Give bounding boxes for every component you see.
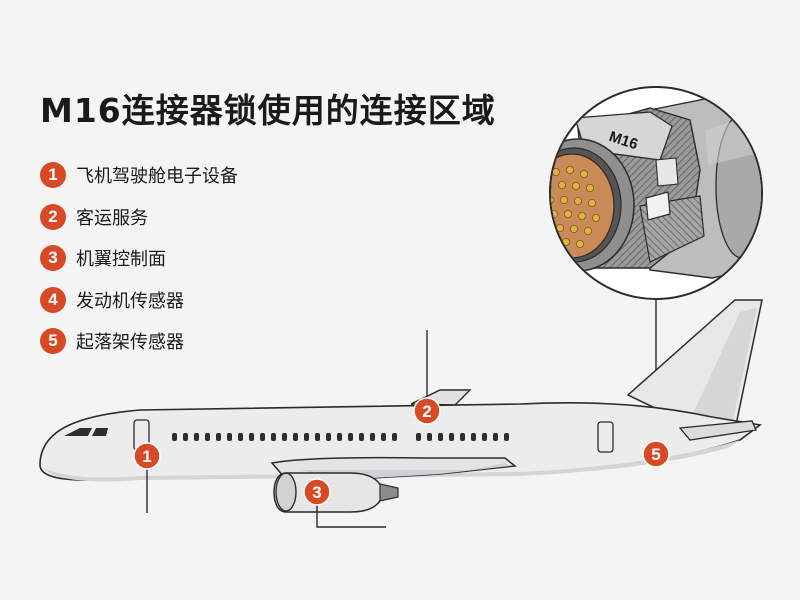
passenger-window	[238, 433, 243, 441]
contact-pin	[580, 169, 589, 178]
marker-label: 3	[312, 483, 321, 502]
passenger-window	[293, 433, 298, 441]
passenger-window	[227, 433, 232, 441]
window-row	[172, 433, 509, 441]
contact-pin	[584, 226, 593, 235]
passenger-window	[449, 433, 454, 441]
contact-pin	[588, 198, 597, 207]
passenger-window	[460, 433, 465, 441]
legend-badge: 3	[40, 245, 66, 271]
belly-shade	[44, 440, 740, 482]
passenger-window	[249, 433, 254, 441]
passenger-window	[260, 433, 265, 441]
passenger-window	[427, 433, 432, 441]
contact-pin	[551, 181, 553, 190]
connector-callout: M16	[549, 86, 763, 300]
engine-intake	[275, 472, 297, 512]
engine	[273, 472, 399, 513]
legend-item-2: 2 客运服务	[40, 203, 238, 230]
passenger-window	[271, 433, 276, 441]
passenger-window	[172, 433, 177, 441]
engine-exhaust	[379, 483, 399, 502]
leader-line	[316, 505, 386, 528]
passenger-window	[205, 433, 210, 441]
passenger-window	[392, 433, 397, 441]
marker-5: 5	[642, 440, 670, 468]
pin-array	[551, 165, 601, 248]
contact-pin	[564, 209, 573, 218]
legend-label: 机翼控制面	[76, 249, 166, 270]
contact-pin	[551, 195, 555, 204]
passenger-window	[337, 433, 342, 441]
legend-label: 发动机传感器	[76, 290, 184, 312]
passenger-window	[438, 433, 443, 441]
contact-pin	[586, 183, 595, 192]
legend-label: 起落架传感器	[76, 332, 184, 353]
tail-shade	[690, 308, 757, 420]
airplane: 1 2 3 5	[39, 297, 763, 528]
lock-tab	[655, 157, 679, 187]
legend-badge: 4	[40, 286, 66, 313]
marker-1: 1	[133, 442, 161, 470]
passenger-window	[381, 433, 386, 441]
legend-badge: 2	[40, 203, 66, 230]
passenger-window	[504, 433, 509, 441]
marker-2: 2	[413, 397, 441, 425]
rear-door	[597, 421, 614, 453]
horizontal-stabilizer	[678, 420, 757, 441]
m16-connector: M16	[551, 95, 761, 279]
legend-item-3: 3 机翼控制面	[40, 245, 238, 271]
passenger-window	[183, 433, 188, 441]
passenger-window	[370, 433, 375, 441]
passenger-window	[216, 433, 221, 441]
marker-3: 3	[303, 478, 331, 506]
legend-label: 飞机驾驶舱电子设备	[76, 166, 238, 187]
contact-pin	[578, 211, 587, 220]
marker-label: 5	[651, 445, 660, 464]
contact-pin	[570, 224, 579, 233]
passenger-window	[194, 433, 199, 441]
legend-badge: 1	[40, 162, 66, 188]
passenger-window	[359, 433, 364, 441]
contact-pin	[560, 195, 569, 204]
passenger-window	[493, 433, 498, 441]
legend-item-4: 4 发动机传感器	[40, 286, 238, 313]
passenger-window	[282, 433, 287, 441]
cockpit-window	[64, 428, 92, 436]
cockpit-window	[92, 428, 108, 436]
passenger-window	[416, 433, 421, 441]
passenger-window	[471, 433, 476, 441]
passenger-window	[326, 433, 331, 441]
passenger-window	[304, 433, 309, 441]
legend-label: 客运服务	[76, 207, 148, 229]
page-title: M16连接器锁使用的连接区域	[40, 91, 496, 130]
contact-pin	[592, 213, 601, 222]
contact-pin	[576, 239, 585, 248]
contact-pin	[566, 165, 575, 174]
marker-label: 2	[422, 402, 431, 421]
legend-badge: 5	[40, 328, 66, 354]
lock-slot	[645, 191, 671, 221]
contact-pin	[572, 181, 581, 190]
marker-label: 1	[142, 447, 151, 466]
passenger-window	[348, 433, 353, 441]
passenger-window	[482, 433, 487, 441]
legend-item-5: 5 起落架传感器	[40, 328, 238, 354]
legend: 1 飞机驾驶舱电子设备 2 客运服务 3 机翼控制面 4 发动机传感器 5 起落…	[40, 162, 238, 370]
contact-pin	[574, 196, 583, 205]
legend-item-1: 1 飞机驾驶舱电子设备	[40, 162, 238, 188]
passenger-window	[315, 433, 320, 441]
contact-pin	[558, 180, 567, 189]
